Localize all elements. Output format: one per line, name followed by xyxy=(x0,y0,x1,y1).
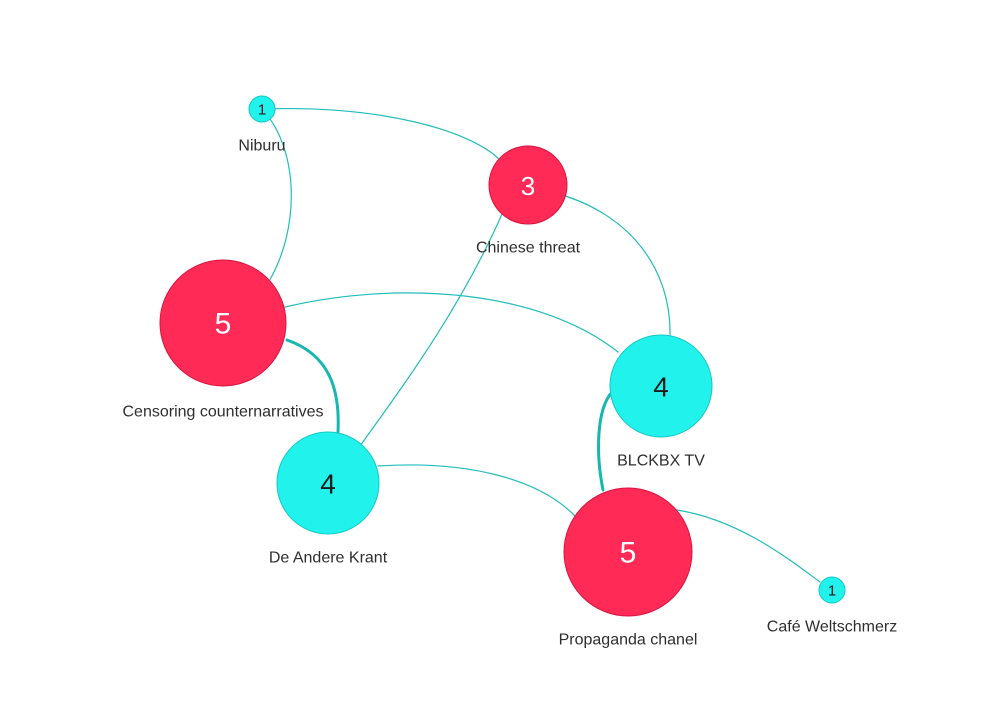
edge-censoring-counternarratives-to-blckbx-tv xyxy=(284,292,619,353)
node-value-de-andere-krant: 4 xyxy=(320,469,336,500)
node-value-propaganda-chanel: 5 xyxy=(620,537,637,570)
edges-layer xyxy=(261,107,821,583)
node-label-cafe-weltschmerz: Café Weltschmerz xyxy=(767,619,897,636)
node-value-blckbx-tv: 4 xyxy=(653,372,669,403)
node-circle-de-andere-krant[interactable] xyxy=(276,431,380,535)
edge-niburu-to-censoring-counternarratives xyxy=(261,108,292,284)
node-circle-blckbx-tv[interactable] xyxy=(609,334,713,438)
node-de-andere-krant[interactable]: 4 De Andere Krant xyxy=(269,431,388,567)
edge-de-andere-krant-to-propaganda-chanel xyxy=(377,464,576,517)
node-value-chinese-threat: 3 xyxy=(521,171,535,201)
node-label-propaganda-chanel: Propaganda chanel xyxy=(559,632,698,649)
node-circle-censoring-counternarratives[interactable] xyxy=(159,259,287,387)
node-label-niburu: Niburu xyxy=(238,138,285,155)
edge-blckbx-tv-to-propaganda-chanel xyxy=(597,390,614,492)
node-value-niburu: 1 xyxy=(258,102,266,119)
node-label-chinese-threat: Chinese threat xyxy=(476,240,581,257)
node-circle-chinese-threat[interactable] xyxy=(488,145,568,225)
node-circle-propaganda-chanel[interactable] xyxy=(563,487,693,617)
edge-censoring-counternarratives-to-de-andere-krant xyxy=(285,338,340,434)
node-value-censoring-counternarratives: 5 xyxy=(215,308,232,341)
edge-chinese-threat-to-blckbx-tv xyxy=(554,192,671,339)
node-label-censoring-counternarratives: Censoring counternarratives xyxy=(123,404,324,421)
edge-propaganda-chanel-to-cafe-weltschmerz xyxy=(676,509,821,583)
node-circle-niburu[interactable] xyxy=(248,95,276,123)
node-value-cafe-weltschmerz: 1 xyxy=(828,583,836,600)
node-label-blckbx-tv: BLCKBX TV xyxy=(617,453,705,470)
node-circle-cafe-weltschmerz[interactable] xyxy=(818,576,846,604)
edge-niburu-to-chinese-threat xyxy=(261,107,501,161)
edge-chinese-threat-to-de-andere-krant xyxy=(359,213,503,447)
node-label-de-andere-krant: De Andere Krant xyxy=(269,550,388,567)
